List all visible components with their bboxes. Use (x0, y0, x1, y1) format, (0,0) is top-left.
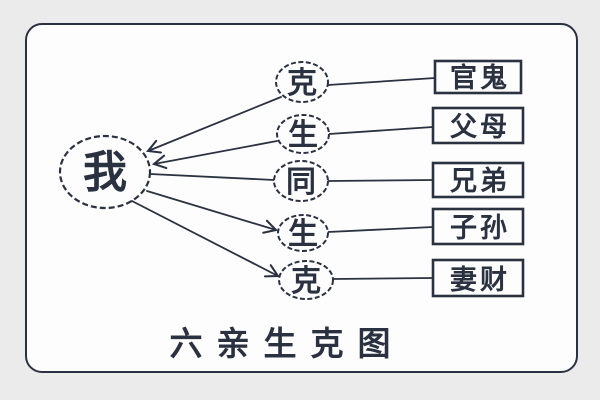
link-line (328, 126, 434, 135)
relation-label: 同 (286, 166, 316, 199)
link-line (332, 277, 434, 280)
self-circle (58, 134, 152, 210)
target-box (431, 161, 525, 199)
row-xiong-di: 同 兄弟 (149, 160, 525, 202)
diagram-title: 六亲生克图 (170, 326, 405, 363)
row-zi-sun: 生 子孙 (146, 190, 525, 252)
target-box (431, 207, 525, 246)
relation-label: 生 (288, 218, 318, 251)
row-qi-cai: 克 妻财 (131, 200, 525, 300)
relation-arrow-line (131, 200, 280, 278)
row-fu-mu: 生 父母 (151, 106, 525, 170)
relation-arrow-line (146, 190, 279, 234)
link-line (327, 77, 436, 86)
relation-label: 生 (288, 119, 318, 152)
target-label: 妻财 (450, 265, 510, 295)
self-label: 我 (83, 148, 127, 197)
target-label: 兄弟 (449, 166, 510, 196)
relation-circle (273, 160, 329, 202)
target-label: 官鬼 (450, 62, 510, 93)
row-guan-gui: 克 官鬼 (146, 59, 523, 154)
relation-circle (277, 214, 329, 252)
link-line (327, 179, 434, 182)
relation-circle (278, 260, 334, 300)
relation-line (149, 173, 275, 181)
target-box (431, 258, 525, 298)
relation-circle (275, 61, 329, 103)
target-label: 子孙 (450, 213, 510, 243)
target-box (433, 59, 523, 95)
link-line (327, 226, 434, 233)
target-label: 父母 (450, 112, 510, 142)
relation-label: 克 (287, 67, 317, 100)
target-box (431, 106, 525, 145)
relation-label: 克 (291, 265, 321, 298)
relation-circle (276, 114, 330, 154)
relation-arrow-line (146, 96, 282, 154)
relation-arrow-line (151, 140, 278, 170)
self-node: 我 (58, 134, 152, 210)
